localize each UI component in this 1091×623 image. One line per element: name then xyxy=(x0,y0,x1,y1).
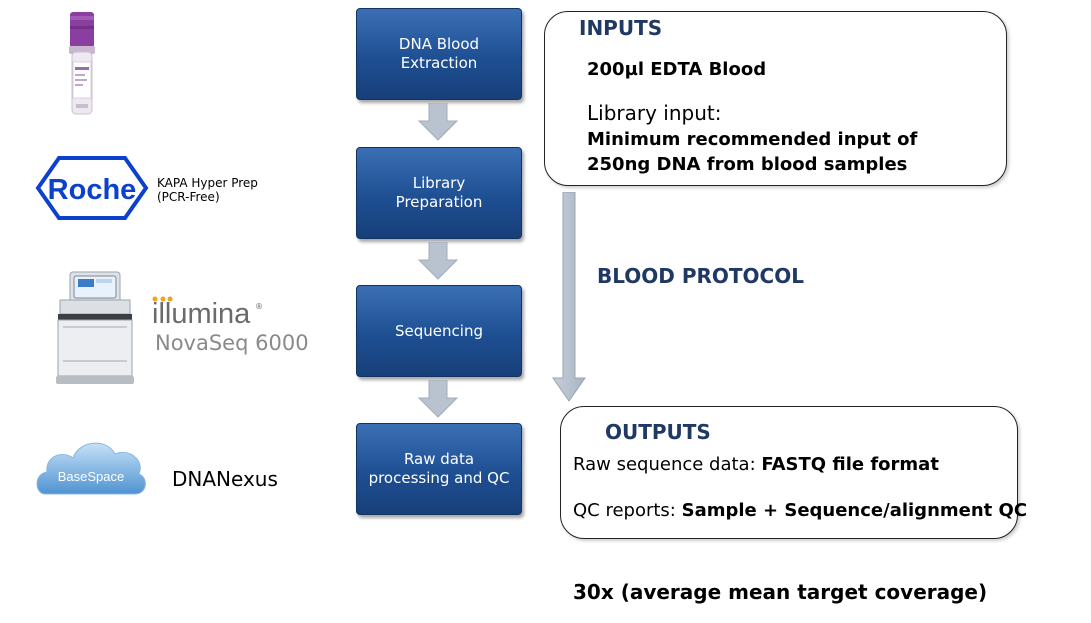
blood-protocol-label: BLOOD PROTOCOL xyxy=(597,264,804,288)
outputs-raw-value: FASTQ file format xyxy=(761,454,939,475)
svg-text:®: ® xyxy=(255,302,263,311)
protocol-down-arrow-icon xyxy=(552,192,586,402)
step-dna-blood-extraction: DNA Blood Extraction xyxy=(356,8,522,100)
inputs-blood-volume: 200µl EDTA Blood xyxy=(587,59,767,80)
down-arrow-icon xyxy=(418,103,458,141)
step-raw-data-processing: Raw data processing and QC xyxy=(356,423,522,515)
novaseq-label: NovaSeq 6000 xyxy=(155,331,309,355)
kapa-sub-label: (PCR-Free) xyxy=(157,190,220,204)
inputs-heading: INPUTS xyxy=(579,16,663,40)
step-sequencing: Sequencing xyxy=(356,285,522,377)
down-arrow-icon xyxy=(418,242,458,280)
dnanexus-label: DNANexus xyxy=(172,467,278,491)
illumina-logo-icon: illumina ® xyxy=(152,296,263,328)
step-library-preparation: Library Preparation xyxy=(356,147,522,239)
outputs-raw-prefix: Raw sequence data: xyxy=(573,454,762,475)
kapa-label: KAPA Hyper Prep xyxy=(157,176,258,190)
coverage-note: 30x (average mean target coverage) xyxy=(573,580,988,604)
inputs-panel: INPUTS 200µl EDTA Blood Library input: M… xyxy=(544,11,1007,186)
outputs-qc-reports: QC reports: Sample + Sequence/alignment … xyxy=(573,500,1027,521)
outputs-heading: OUTPUTS xyxy=(605,420,711,444)
sequencer-icon xyxy=(56,271,134,384)
inputs-library-label: Library input: xyxy=(587,101,722,125)
blood-tube-icon xyxy=(69,12,95,115)
basespace-cloud-icon: BaseSpace xyxy=(36,442,146,495)
illumina-logo-text: illumina xyxy=(152,298,251,328)
inputs-library-line2: 250ng DNA from blood samples xyxy=(587,154,908,175)
inputs-library-line1: Minimum recommended input of xyxy=(587,129,918,150)
basespace-logo-text: BaseSpace xyxy=(58,469,125,484)
roche-logo-icon: Roche xyxy=(35,156,149,220)
roche-logo-text: Roche xyxy=(48,174,137,206)
down-arrow-icon xyxy=(418,380,458,418)
outputs-raw-data: Raw sequence data: FASTQ file format xyxy=(573,454,939,475)
outputs-qc-prefix: QC reports: xyxy=(573,500,682,521)
outputs-qc-value: Sample + Sequence/alignment QC xyxy=(681,500,1028,521)
outputs-panel: OUTPUTS Raw sequence data: FASTQ file fo… xyxy=(560,406,1027,539)
